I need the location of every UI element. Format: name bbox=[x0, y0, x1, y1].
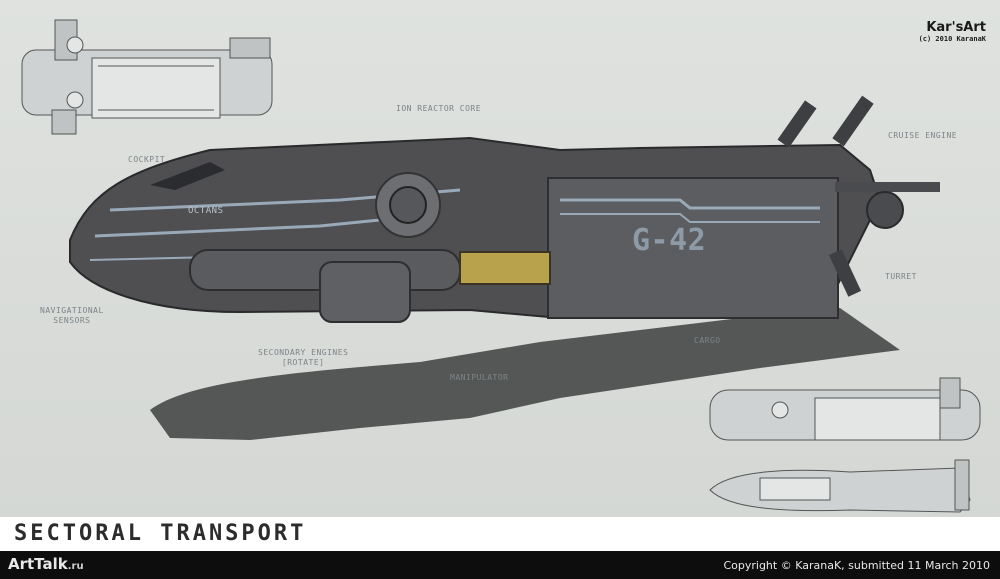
label-manipulator: MANIPULATOR bbox=[450, 373, 509, 382]
label-navigational-sensors: NAVIGATIONAL SENSORS bbox=[40, 306, 104, 325]
label-turret: TURRET bbox=[885, 272, 917, 281]
cruise-engine bbox=[835, 182, 940, 192]
artist-copyright: (c) 2010 KaranaK bbox=[918, 35, 986, 43]
site-footer: ArtTalk.ru Copyright © KaranaK, submitte… bbox=[0, 551, 1000, 579]
label-cockpit: COCKPIT bbox=[128, 155, 166, 164]
top-view-small bbox=[21, 19, 273, 135]
ship-shadow bbox=[150, 308, 900, 440]
spaceship-illustration bbox=[21, 19, 981, 513]
site-logo[interactable]: ArtTalk.ru bbox=[8, 555, 84, 573]
label-ion-reactor-core: ION REACTOR CORE bbox=[396, 104, 482, 113]
main-ship bbox=[69, 95, 940, 323]
bottom-view-small bbox=[709, 459, 971, 513]
label-cargo: CARGO bbox=[694, 336, 721, 345]
turret bbox=[828, 249, 862, 297]
label-cruise-engine: CRUISE ENGINE bbox=[888, 131, 958, 140]
hull-name-octans: OCTANS bbox=[188, 206, 224, 216]
artist-logo: Kar'sArt bbox=[926, 20, 986, 35]
artwork-title: SECTORAL TRANSPORT bbox=[14, 521, 307, 546]
title-bar: SECTORAL TRANSPORT bbox=[0, 517, 1000, 551]
hull-code-g42: G-42 bbox=[632, 223, 707, 258]
footer-copyright: Copyright © KaranaK, submitted 11 March … bbox=[723, 559, 990, 572]
cockpit-window bbox=[150, 162, 225, 190]
artist-brand: Kar'sArt (c) 2010 KaranaK bbox=[919, 20, 986, 43]
label-secondary-engines: SECONDARY ENGINES [ROTATE] bbox=[258, 348, 349, 367]
side-view-small bbox=[709, 377, 981, 441]
